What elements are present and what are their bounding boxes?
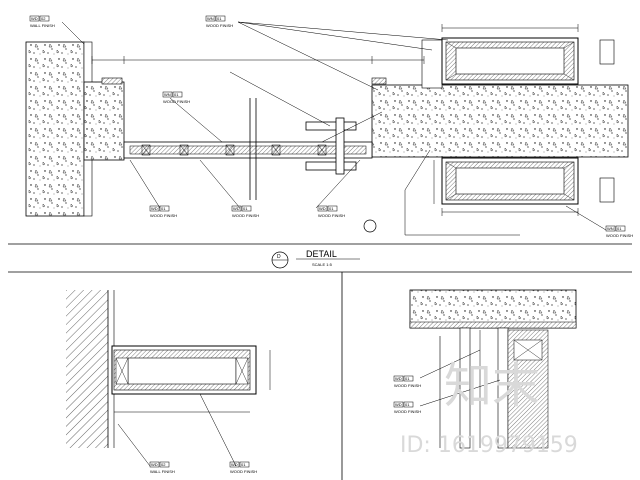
tag-finish: WALL FINISH [30,23,55,28]
tag-detail-right-1: WD 01 WOOD FINISH [393,375,421,388]
tag-code: WD [395,402,402,407]
right-cap [371,77,387,85]
side-box-bottom [599,177,615,203]
tag-code: WD [31,16,38,21]
tag-finish: WOOD FINISH [232,213,259,218]
tag-finish: WOOD FINISH [206,23,233,28]
watermark-id: ID: 1619979159 [400,433,578,458]
tag-wood-top: WN 01 WOOD FINISH [205,15,233,28]
tag-finish: WOOD FINISH [163,99,190,104]
tag-code: WN [607,226,614,231]
tag-finish: WALL FINISH [150,469,175,474]
tag-num: 01 [174,92,179,97]
detail-number: D [277,254,281,260]
leader-lines [61,21,607,236]
tag-finish: WOOD FINISH [318,213,345,218]
tag-num: 02 [161,462,166,467]
left-concrete-wall [25,41,85,217]
tag-wood-bl: WD 01 WOOD FINISH [149,205,177,218]
watermark: 知末 ID: 1619979159 [400,358,578,458]
tag-wood-br: WD 01 WOOD FINISH [317,205,345,218]
detail-right [409,289,577,449]
watermark-brand: 知末 [444,358,540,414]
tag-finish: WOOD FINISH [150,213,177,218]
tag-num: 01 [161,206,166,211]
tag-code: WN [207,16,214,21]
tag-code: WD [319,206,326,211]
tag-num: 01 [617,226,622,231]
tag-num: 01 [241,462,246,467]
door-handle [249,98,357,200]
left-slab [83,81,125,161]
side-box-top [599,39,615,65]
tag-num: 01 [405,402,410,407]
tag-num: 01 [329,206,334,211]
right-column [421,39,443,89]
tag-code: WD [231,462,238,467]
tag-detail-left-wood: WD 01 WOOD FINISH [229,461,257,474]
left-cap [101,77,123,85]
tag-code: WD [151,206,158,211]
tag-wall-top: WD 02 WALL FINISH [29,15,55,28]
tag-wood-mid: WN 01 WOOD FINISH [162,91,190,104]
tag-detail-left-wall: WD 02 WALL FINISH [149,461,175,474]
tag-num: 01 [405,376,410,381]
tag-wood-bm: WD 01 WOOD FINISH [231,205,259,218]
tag-num: 01 [243,206,248,211]
door-swing-line [321,111,383,143]
section-marker [363,219,377,233]
panel-run-inner [129,145,367,155]
tag-code: WD [395,376,402,381]
title-block: D DETAIL SCALE 1:5 [8,243,632,480]
tag-finish: WOOD FINISH [394,383,421,388]
top-cabinet-inner [455,47,565,75]
tag-num: 01 [217,16,222,21]
tag-wood-right: WN 01 WOOD FINISH [605,225,633,238]
tag-finish: WOOD FINISH [606,233,633,238]
tag-finish: WOOD FINISH [230,469,257,474]
right-concrete-slab [371,84,629,158]
bottom-cabinet-inner [455,167,565,195]
tag-code: WN [164,92,171,97]
tag-detail-right-2: WD 01 WOOD FINISH [393,401,421,414]
tag-code: WD [233,206,240,211]
tag-finish: WOOD FINISH [394,409,421,414]
tag-num: 02 [41,16,46,21]
tag-code: WD [151,462,158,467]
detail-left [66,290,271,467]
plan-detail [25,21,629,236]
dimensions [91,24,579,216]
detail-title: DETAIL [306,249,337,259]
detail-scale: SCALE 1:5 [312,262,333,267]
